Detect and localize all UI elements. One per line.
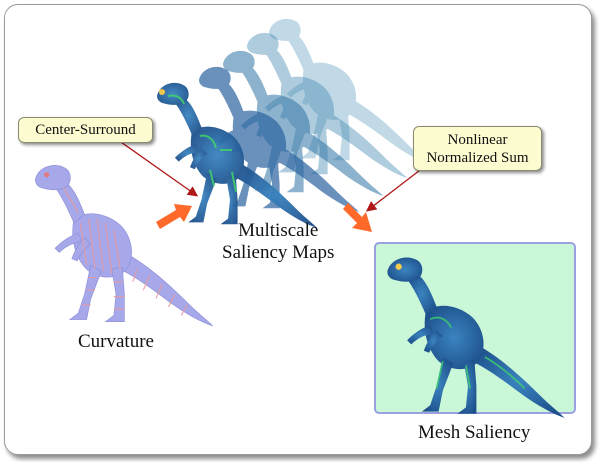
nonlinear-label: Nonlinear — [447, 132, 508, 148]
multiscale-caption-line1: Multiscale — [238, 220, 319, 241]
nonlinear-normalized-sum-callout: Nonlinear Normalized Sum — [413, 126, 542, 171]
curvature-caption: Curvature — [78, 331, 154, 352]
center-surround-callout: Center-Surround — [18, 117, 153, 143]
curvature-model — [34, 164, 214, 327]
center-surround-pointer — [117, 139, 199, 197]
normalized-sum-label: Normalized Sum — [426, 150, 529, 166]
center-surround-label: Center-Surround — [35, 122, 136, 138]
saliency-highlights — [167, 94, 237, 193]
flow-arrow-curvature-to-maps — [156, 204, 192, 229]
flow-arrow-maps-to-saliency — [343, 203, 372, 232]
multiscale-caption-line2: Saliency Maps — [222, 242, 335, 263]
multiscale-saliency-stack — [157, 18, 430, 229]
eye-mark — [159, 89, 165, 95]
multiscale-caption: Multiscale Saliency Maps — [222, 220, 334, 264]
normalized-sum-pointer — [365, 166, 425, 212]
mesh-saliency-caption: Mesh Saliency — [418, 422, 531, 443]
mesh-saliency-model — [387, 257, 565, 418]
